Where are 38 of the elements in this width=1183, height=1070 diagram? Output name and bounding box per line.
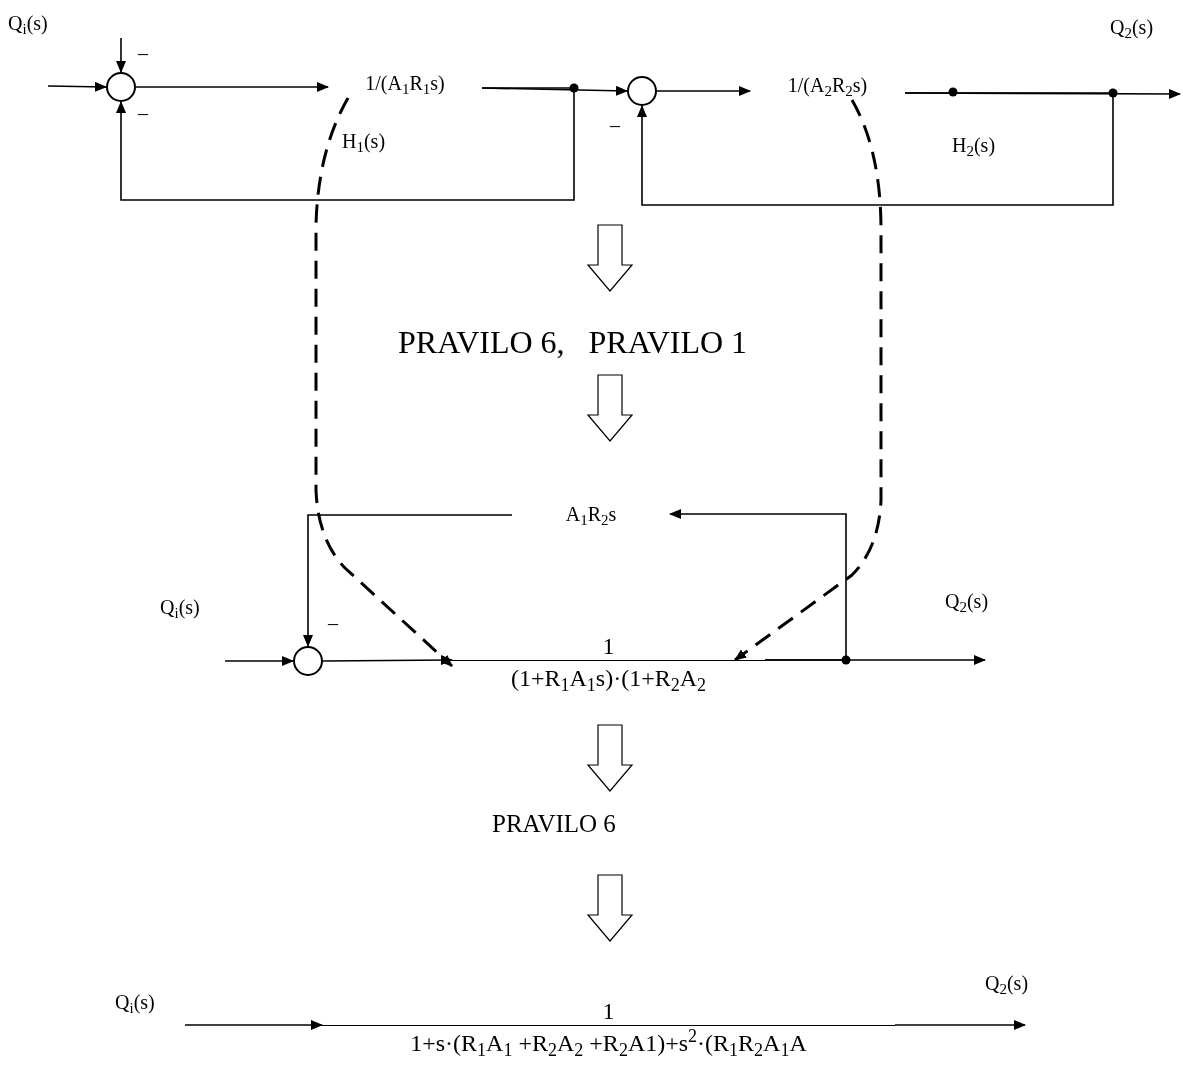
signal-label: – [138, 101, 148, 126]
block-name: H$_{1}$(s) [342, 129, 386, 156]
summing-junction [293, 646, 323, 676]
numerator: 1 [602, 997, 615, 1023]
signal-arrow [47, 81, 107, 92]
transfer-function: 1/(A$_{1}$R$_{1}$s) [365, 71, 445, 98]
denominator: 1+s·(R$_{1}$A$_{1}$ +R$_{2}$A$_{2}$ +R$_{2}$A1)+s$^{2}$·(R$_{1}$R$_{2}$A$_{1}$A [410, 1028, 807, 1058]
summing-junction [627, 76, 657, 106]
signal-arrow [303, 514, 513, 647]
signal-label: Q$_{2}$(s) [985, 971, 1029, 998]
signal-label: Q$_{2}$(s) [945, 589, 989, 616]
signal-label: Q$_{i}$(s) [160, 595, 200, 622]
dashed-arrow [734, 99, 883, 662]
dashed-arrow [314, 97, 453, 668]
signal-arrow [116, 87, 575, 201]
signal-label: Q$_{i}$(s) [115, 990, 155, 1017]
signal-label: Q$_{i}$(s) [8, 11, 48, 38]
denominator: (1+R$_{1}$A$_{1}$s)·(1+R$_{2}$A$_{2}$ [510, 664, 707, 693]
numerator: 1 [602, 632, 615, 658]
signal-label: – [138, 41, 148, 66]
signal-arrow [116, 37, 126, 73]
signal-label: – [610, 113, 620, 138]
signal-label: PRAVILO 6, PRAVILO 1 [398, 323, 748, 362]
signal-arrow [637, 92, 1114, 206]
signal-arrow [184, 1020, 323, 1030]
signal-arrow [656, 86, 751, 96]
signal-label: PRAVILO 6 [492, 809, 616, 839]
signal-arrow [669, 509, 847, 661]
signal-arrow [135, 82, 329, 92]
signal-label: Q$_{2}$(s) [1110, 15, 1154, 42]
signal-arrow [322, 655, 453, 666]
signal-label: – [328, 611, 338, 636]
transfer-function: 1/(A$_{2}$R$_{2}$s) [787, 73, 868, 100]
signal-arrow [224, 656, 294, 666]
transfer-function: A$_{1}$R$_{2}$s [565, 502, 617, 529]
signal-arrow [894, 1020, 1026, 1030]
signal-label: H$_{2}$(s) [952, 133, 996, 160]
summing-junction [106, 72, 136, 102]
